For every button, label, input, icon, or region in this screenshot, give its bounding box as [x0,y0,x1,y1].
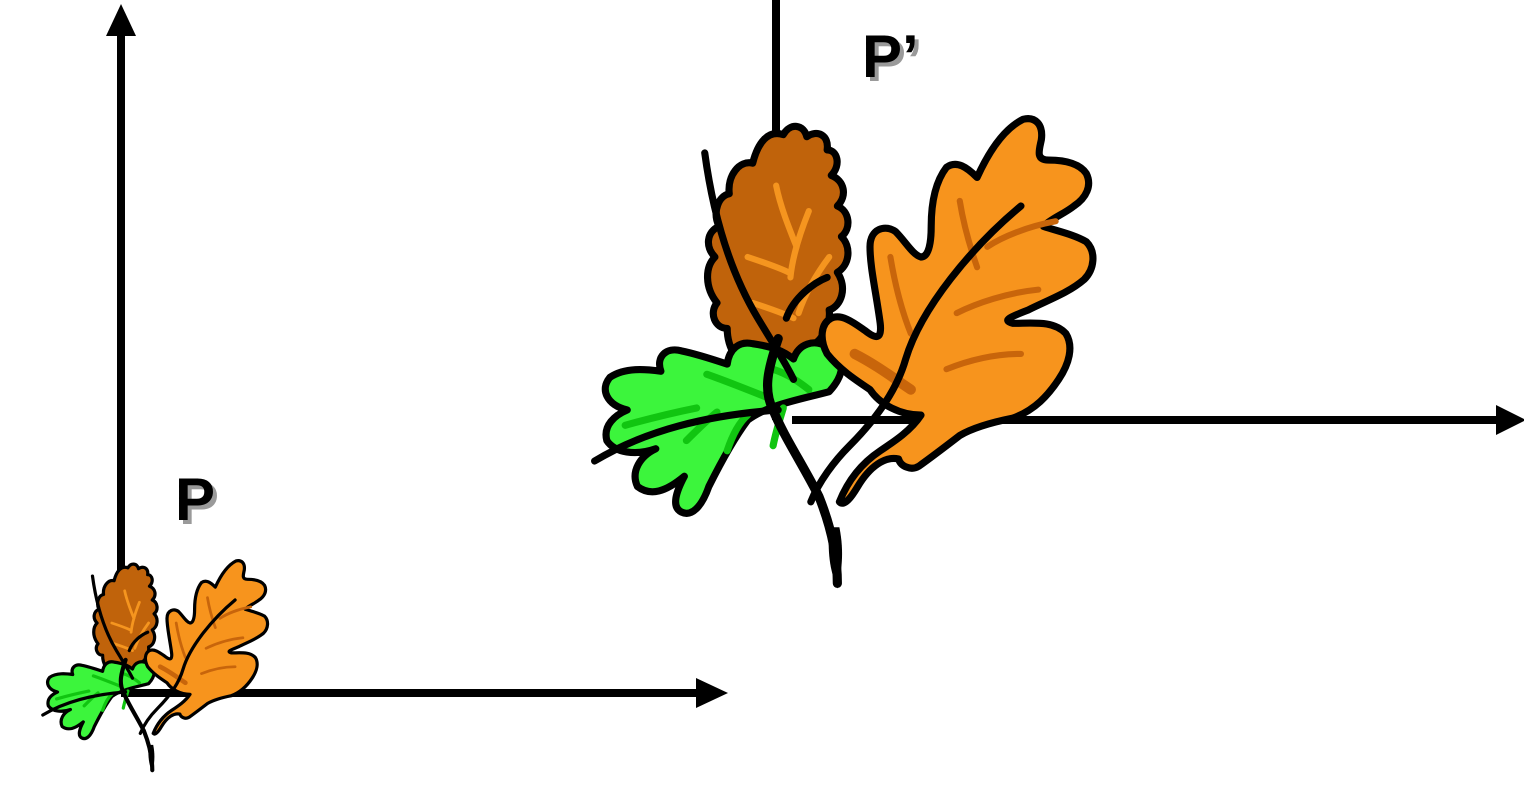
original-x-arrowhead [696,678,728,708]
original-point-label-shadow: P [179,470,219,537]
transformed-point-label: P’ P’ [862,23,923,94]
original-point-label: P P [175,466,219,537]
transformed-x-arrowhead [1496,405,1524,435]
original-point-label-text: P [175,466,215,533]
transformed-point-label-shadow: P’ [866,27,923,94]
original-y-arrowhead [106,4,136,36]
transformed-leaf-cluster-icon [595,119,1093,589]
transformed-point-label-text: P’ [862,23,919,90]
original-leaf-cluster-icon [43,561,268,773]
